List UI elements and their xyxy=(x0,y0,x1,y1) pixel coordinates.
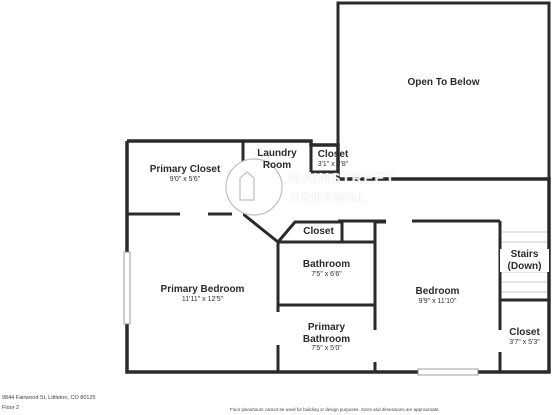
room-name-line1: Stairs xyxy=(500,249,549,261)
room-bedroom: Bedroom 9'9" x 11'10" xyxy=(375,286,500,306)
footer-address: 9844 Fairwood St, Littleton, CO 80125 xyxy=(2,395,96,401)
room-dimensions: 9'9" x 11'10" xyxy=(418,297,457,305)
room-dimensions: 11'11" x 12'5" xyxy=(181,295,224,303)
watermark-text-line2: RENEWAL xyxy=(290,190,369,205)
room-open-to-below: Open To Below xyxy=(338,77,549,89)
room-closet-right: Closet 3'7" x 5'3" xyxy=(500,327,549,347)
room-dimensions: 3'7" x 5'3" xyxy=(509,338,540,346)
room-name-line2: Room xyxy=(262,159,292,171)
room-name: Open To Below xyxy=(407,77,480,88)
room-name: Bathroom xyxy=(302,259,351,270)
open-to-below-outline xyxy=(336,1,551,181)
room-name-line1: Laundry xyxy=(257,148,297,159)
room-primary-closet: Primary Closet 9'0" x 5'6" xyxy=(127,164,243,184)
watermark-text-line1: MAINSTREET xyxy=(288,170,396,187)
room-dimensions: 7'5" x 6'6" xyxy=(311,270,342,278)
interior-walls xyxy=(127,141,549,372)
room-name: Primary Bedroom xyxy=(160,284,245,295)
room-primary-bedroom: Primary Bedroom 11'11" x 12'5" xyxy=(127,284,278,304)
room-laundry: Laundry Room xyxy=(243,148,311,171)
room-dimensions: 7'5" x 5'0" xyxy=(311,345,342,352)
room-name: Closet xyxy=(303,226,334,237)
room-dimensions: 9'0" x 5'6" xyxy=(169,175,201,183)
room-primary-bathroom: Primary Bathroom 7'5" x 5'0" xyxy=(278,322,375,353)
room-name-line2: Bathroom xyxy=(302,333,351,345)
room-dimensions: 3'1" x 2'8" xyxy=(317,160,349,168)
windows xyxy=(123,251,479,376)
room-stairs: Stairs (Down) xyxy=(500,249,549,272)
watermark-logo xyxy=(225,158,283,216)
room-name-line1: Primary xyxy=(307,322,346,333)
door-gaps xyxy=(232,212,502,362)
room-name: Bedroom xyxy=(415,286,460,297)
room-closet-top: Closet 3'1" x 2'8" xyxy=(311,149,355,169)
footer-floor: Floor 2 xyxy=(2,405,20,411)
room-closet-mid: Closet xyxy=(295,226,342,238)
room-name-line2: (Down) xyxy=(500,260,549,272)
room-bathroom: Bathroom 7'5" x 6'6" xyxy=(278,259,375,279)
room-name: Closet xyxy=(317,149,349,160)
room-name: Closet xyxy=(509,327,540,338)
footer-disclaimer: Floor plans/tours cannot be used for bui… xyxy=(230,407,440,412)
room-name: Primary Closet xyxy=(149,164,221,175)
